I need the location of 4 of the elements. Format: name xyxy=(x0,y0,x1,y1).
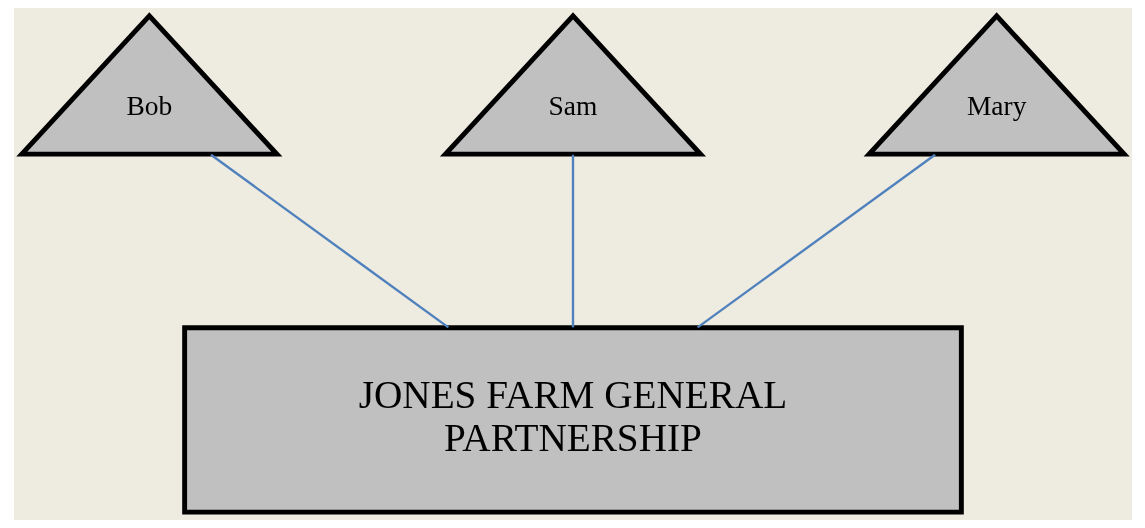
connector xyxy=(571,154,574,328)
connector xyxy=(696,153,936,329)
node-box: JONES FARM GENERAL PARTNERSHIP xyxy=(181,325,964,515)
connector xyxy=(209,153,449,329)
